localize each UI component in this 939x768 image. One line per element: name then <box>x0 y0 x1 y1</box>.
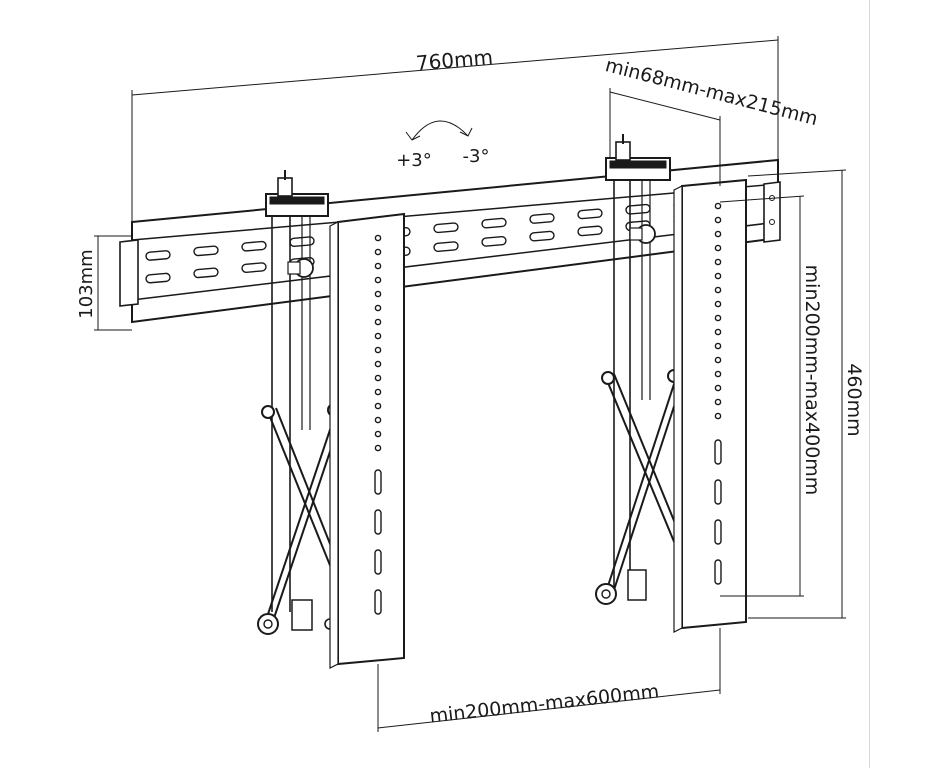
plate-hole <box>714 286 722 294</box>
plate-hole <box>374 374 382 382</box>
plate-hole <box>374 234 382 242</box>
plate-hole <box>374 402 382 410</box>
arm-spacing-label: min68mm-max215mm <box>603 54 820 130</box>
tilt-minus-label: -3° <box>463 146 490 167</box>
hole-spacing-vertical-label: min200mm-max400mm <box>801 265 823 496</box>
page-edge-line <box>869 0 870 768</box>
hole-spacing-horizontal-label: min200mm-max600mm <box>429 680 661 727</box>
right-plate-holes <box>714 202 722 585</box>
plate-hole <box>714 230 722 238</box>
left-plate-holes <box>374 234 382 615</box>
overall-width-label: 760mm <box>415 45 494 75</box>
plate-hole <box>714 342 722 350</box>
plate-hole <box>714 216 722 224</box>
rail-height-label: 103mm <box>76 249 97 318</box>
rail-slot <box>145 250 171 261</box>
rail-slot <box>529 230 555 242</box>
plate-hole <box>714 314 722 322</box>
plate-hole <box>714 258 722 266</box>
plate-hole <box>714 412 722 420</box>
plate-hole <box>714 384 722 392</box>
plate-slot <box>374 509 382 535</box>
rail-slot <box>529 213 555 224</box>
rail-slot <box>193 267 219 279</box>
plate-hole <box>374 416 382 424</box>
plate-hole <box>374 248 382 256</box>
right-arm-assembly <box>595 134 747 633</box>
arm-height-label: 460mm <box>843 363 865 436</box>
rail-slot <box>241 240 267 252</box>
plate-hole <box>714 272 722 280</box>
plate-slot <box>374 589 382 615</box>
wall-rail <box>119 158 781 324</box>
plate-hole <box>374 388 382 396</box>
plate-slot <box>714 439 722 465</box>
rail-slot <box>433 222 459 234</box>
rail-slot <box>241 262 267 273</box>
rail-slot <box>193 245 219 257</box>
plate-hole <box>714 356 722 364</box>
plate-slot <box>714 479 722 505</box>
plate-hole <box>374 304 382 312</box>
plate-hole <box>374 318 382 326</box>
plate-hole <box>374 262 382 270</box>
plate-hole <box>374 276 382 284</box>
rail-slot <box>481 236 507 247</box>
left-arm-assembly <box>257 170 405 669</box>
plate-hole <box>714 370 722 378</box>
rail-slot <box>145 272 171 284</box>
tilt-plus-label: +3° <box>396 150 432 171</box>
plate-slot <box>374 549 382 575</box>
plate-hole <box>714 300 722 308</box>
plate-hole <box>714 202 722 210</box>
plate-hole <box>374 360 382 368</box>
plate-hole <box>714 328 722 336</box>
plate-hole <box>374 290 382 298</box>
plate-slot <box>374 469 382 495</box>
plate-hole <box>374 430 382 438</box>
plate-hole <box>374 444 382 452</box>
plate-hole <box>374 346 382 354</box>
rail-slot <box>577 208 603 220</box>
plate-hole <box>374 332 382 340</box>
plate-slot <box>714 519 722 545</box>
rail-slot <box>577 225 603 237</box>
plate-slot <box>714 559 722 585</box>
rail-slot <box>481 217 507 229</box>
plate-hole <box>714 398 722 406</box>
plate-hole <box>714 244 722 252</box>
rail-slot <box>433 241 459 253</box>
dimension-lines <box>94 36 847 732</box>
